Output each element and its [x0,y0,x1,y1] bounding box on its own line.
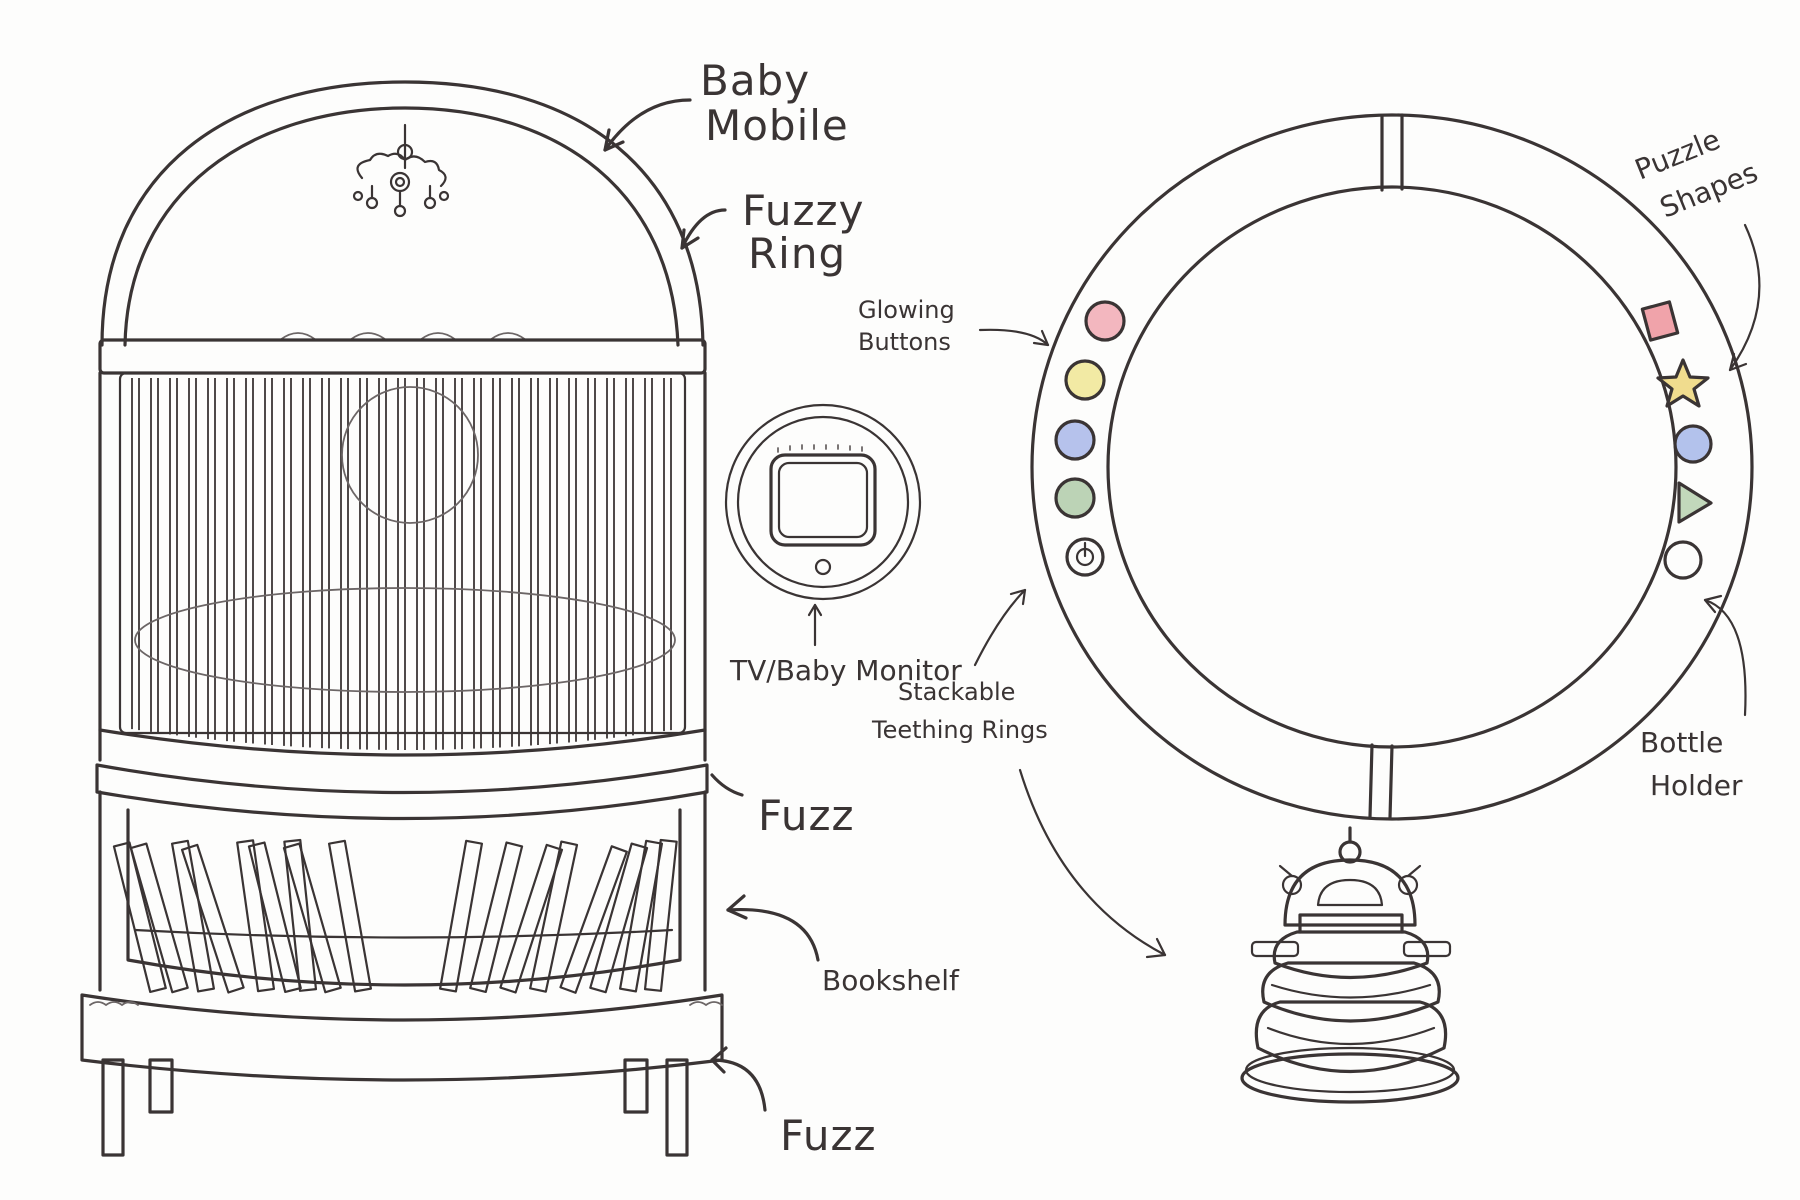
book [236,839,276,993]
book [170,839,215,993]
crib-leg-back-right [623,1058,649,1114]
stackable-teething-rings [1240,826,1460,1104]
crib-leg-front-right [665,1058,689,1157]
arrow-bookshelf [726,907,820,962]
arrow-puzzle-shapes [1728,223,1761,372]
crib [80,80,724,1157]
teething-ring-large [1030,113,1754,821]
label-glowing-buttons-line1: Glowing [858,296,955,324]
label-bookshelf: Bookshelf [822,964,960,997]
label-baby-mobile-line2: Mobile [705,101,849,150]
book [469,841,524,994]
book [247,841,302,994]
glowing-buttons [1054,300,1126,577]
glowing-button-yellow [1064,359,1106,401]
fuzz-band-upper [95,763,709,821]
glowing-button-blue [1054,419,1096,461]
glowing-button-red [1084,300,1126,342]
book [559,845,628,994]
label-fuzz-upper: Fuzz [758,791,855,840]
baby-mobile [352,123,450,218]
book [499,843,564,994]
label-stackable-line1: Stackable [898,678,1015,706]
label-fuzz-lower: Fuzz [780,1111,877,1160]
label-tv-monitor: TV/Baby Monitor [729,654,962,687]
book [529,840,579,993]
crib-bars [131,378,672,750]
book [327,839,372,993]
crib-leg-back-left [148,1058,174,1114]
label-glowing-buttons-line2: Buttons [858,328,951,356]
crib-top-rail [98,338,707,375]
label-fuzzy-ring-line1: Fuzzy [742,186,864,235]
book [180,843,245,994]
bookshelf-unit [112,808,682,994]
square-shape-icon [1640,300,1680,342]
label-bottle-holder-line1: Bottle [1640,726,1723,759]
arrow-glowing-buttons [978,328,1050,347]
book [283,838,318,992]
label-bottle-holder-line2: Holder [1650,769,1743,802]
arrow-baby-mobile [603,98,692,152]
star-shape-icon [1656,358,1710,408]
arrow-fuzz-upper [710,773,744,797]
book [619,839,664,993]
label-stackable-line2: Teething Rings [871,716,1048,744]
book [282,842,342,994]
book [589,842,649,994]
label-baby-mobile-line1: Baby [700,56,810,105]
book [112,841,167,994]
annotation-labels: Baby Mobile Fuzzy Ring Fuzz Bookshelf Fu… [700,56,1762,1160]
fuzzy-ring-arch [100,80,705,347]
arrow-fuzz-lower [710,1058,767,1112]
label-fuzzy-ring-line2: Ring [748,229,846,278]
annotation-arrows [603,98,1761,1112]
puzzle-shapes [1640,300,1713,580]
arrow-fuzzy-ring [680,208,727,250]
book [643,838,678,992]
bottle-holder-ring-icon [1663,540,1703,580]
crib-leg-front-left [101,1058,125,1157]
circle-shape-icon [1673,424,1713,464]
book [439,839,484,993]
tv-baby-monitor [724,403,922,601]
arrow-stackable-up [973,588,1027,667]
arrow-stackable-down [1018,768,1167,957]
glowing-button-green [1054,477,1096,519]
triangle-shape-icon [1677,481,1713,524]
book [129,842,189,994]
arrow-bottle-holder [1703,598,1747,717]
power-icon [1065,537,1105,577]
books [112,838,678,994]
fuzzy-ring-arch-inner [123,106,680,347]
